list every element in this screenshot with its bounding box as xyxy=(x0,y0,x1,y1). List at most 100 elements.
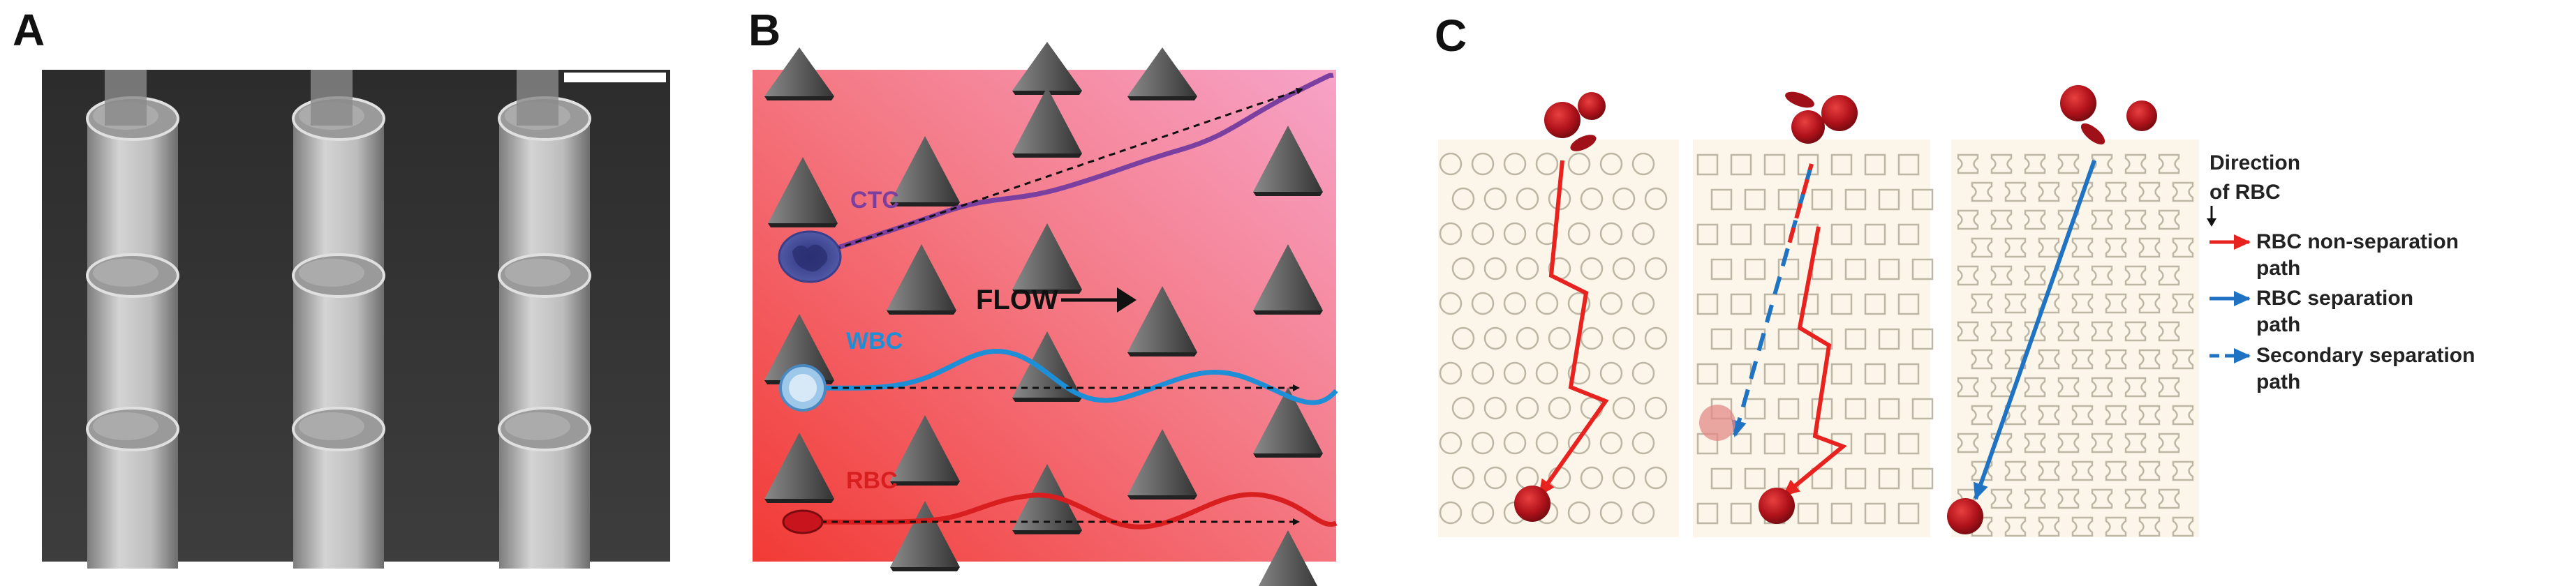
i-shaped-pillar xyxy=(2138,349,2161,370)
i-shaped-pillar xyxy=(2105,460,2127,481)
square-pillar xyxy=(1744,467,1766,490)
circular-pillar xyxy=(1439,222,1463,246)
circular-pillar xyxy=(1612,396,1636,420)
i-shaped-pillar xyxy=(1957,321,1979,342)
i-shaped-pillar xyxy=(2158,153,2180,174)
i-shaped-pillar xyxy=(2071,237,2094,258)
i-shaped-pillar xyxy=(2071,405,2094,426)
triangular-pillar xyxy=(1127,286,1197,356)
circular-pillar xyxy=(1567,431,1591,455)
square-pillar xyxy=(1811,328,1833,350)
i-shaped-pillar xyxy=(2172,460,2194,481)
circular-pillar xyxy=(1599,361,1623,385)
triangular-pillar xyxy=(890,501,960,571)
circular-pillar xyxy=(1548,396,1571,420)
square-pillar xyxy=(1897,153,1920,176)
square-pillar xyxy=(1844,467,1867,490)
square-pillar xyxy=(1730,502,1752,525)
i-shaped-pillar xyxy=(1971,181,1993,202)
i-shaped-pillar xyxy=(2057,488,2080,509)
circular-pillar xyxy=(1516,257,1539,280)
square-pillar xyxy=(1878,188,1900,211)
triangular-pillar xyxy=(1258,530,1318,586)
i-shaped-pillar xyxy=(2024,153,2046,174)
i-shaped-pillar xyxy=(2057,321,2080,342)
square-pillar xyxy=(1730,153,1752,176)
square-pillar xyxy=(1897,223,1920,246)
circular-pillar xyxy=(1580,257,1604,280)
i-shaped-pillar xyxy=(1957,265,1979,286)
rbc-end-ishaped xyxy=(1947,498,1983,534)
i-shaped-pillar xyxy=(2071,181,2094,202)
i-shaped-pillar xyxy=(2124,265,2147,286)
direction-label-line1: Direction xyxy=(2209,151,2300,174)
i-shaped-pillar xyxy=(1971,460,1993,481)
i-shaped-pillar xyxy=(2105,293,2127,314)
i-shaped-pillar xyxy=(1990,321,2013,342)
circular-pillar xyxy=(1451,187,1475,211)
i-shaped-pillar xyxy=(1971,237,1993,258)
square-pillar xyxy=(1797,502,1819,525)
square-pillar xyxy=(1830,223,1853,246)
square-pillar xyxy=(1797,363,1819,385)
legend: RBC non-separation path RBC separation p… xyxy=(2209,230,2475,393)
i-shaped-pillar xyxy=(2091,433,2113,453)
i-shaped-pillar xyxy=(2057,433,2080,453)
circular-pillar xyxy=(1631,501,1655,525)
square-pillar xyxy=(1844,398,1867,420)
i-shaped-pillar xyxy=(2057,153,2080,174)
circular-pillar xyxy=(1548,326,1571,350)
triangular-pillar xyxy=(1127,47,1197,100)
circular-pillar xyxy=(1483,257,1507,280)
i-shaped-pillar xyxy=(2004,460,2027,481)
circular-pillar xyxy=(1612,257,1636,280)
circular-pillar xyxy=(1612,326,1636,350)
i-shaped-pillar xyxy=(2124,433,2147,453)
i-shaped-pillar xyxy=(1957,377,1979,398)
square-pillar xyxy=(1878,467,1900,490)
circular-pillar xyxy=(1599,292,1623,315)
i-shaped-pillar xyxy=(2124,377,2147,398)
triangular-pillar xyxy=(1127,429,1197,499)
circular-pillar xyxy=(1503,431,1527,455)
i-shaped-pillar xyxy=(2172,237,2194,258)
rbc-label: RBC xyxy=(846,467,898,494)
triangular-pillar xyxy=(887,244,956,315)
square-pillar xyxy=(1911,398,1934,420)
i-shaped-pillar xyxy=(2057,265,2080,286)
i-shaped-pillar xyxy=(1957,433,1979,453)
circular-pillar xyxy=(1516,326,1539,350)
circular-pillar xyxy=(1580,187,1604,211)
triangular-pillar xyxy=(1012,223,1082,294)
square-pillar xyxy=(1797,433,1819,455)
scale-bar xyxy=(564,73,666,82)
array-ishaped xyxy=(1951,140,2199,537)
circular-pillar xyxy=(1631,152,1655,176)
square-pillar xyxy=(1844,328,1867,350)
i-shaped-pillar xyxy=(2004,516,2027,537)
circular-pillar xyxy=(1471,222,1495,246)
circular-pillar xyxy=(1439,152,1463,176)
direction-label-line2: of RBC xyxy=(2209,181,2281,204)
square-pillar xyxy=(1797,293,1819,315)
i-shaped-pillar xyxy=(2024,265,2046,286)
square-pillar xyxy=(1696,293,1719,315)
square-pillar xyxy=(1878,328,1900,350)
wbc-cell xyxy=(779,364,827,412)
square-pillar xyxy=(1777,258,1800,280)
i-shaped-pillar xyxy=(2158,265,2180,286)
i-shaped-pillar xyxy=(2091,321,2113,342)
square-pillar xyxy=(1897,502,1920,525)
circular-pillar xyxy=(1451,326,1475,350)
circular-pillar xyxy=(1631,361,1655,385)
circular-pillar xyxy=(1567,292,1591,315)
square-pillar xyxy=(1830,363,1853,385)
square-pillar xyxy=(1830,293,1853,315)
i-shaped-pillar xyxy=(1971,349,1993,370)
i-shaped-pillar xyxy=(2172,349,2194,370)
legend-label-separation-1: RBC separation xyxy=(2256,287,2413,310)
circular-pillar xyxy=(1631,292,1655,315)
i-shaped-pillar xyxy=(2004,181,2027,202)
sem-pillar-back xyxy=(311,70,353,126)
legend-label-non-separation-2: path xyxy=(2256,257,2300,280)
